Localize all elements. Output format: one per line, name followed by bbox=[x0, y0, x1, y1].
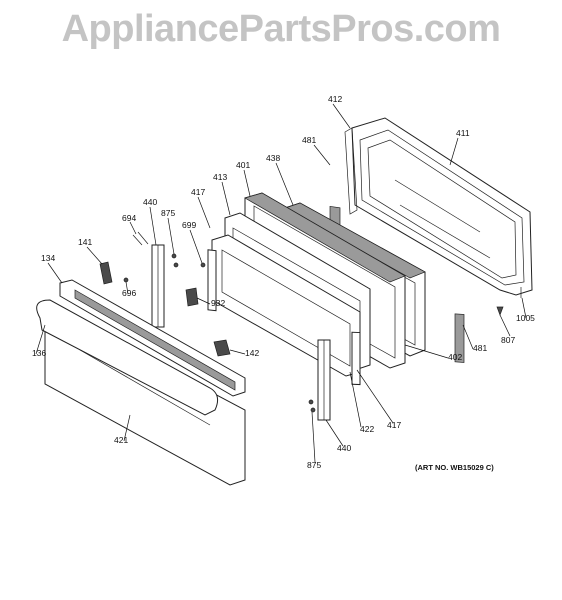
part-141-bracket bbox=[99, 261, 113, 285]
part-699-screw bbox=[200, 262, 206, 268]
part-694-pin bbox=[132, 231, 149, 246]
part-134-vent-trim bbox=[59, 279, 246, 397]
callout-875-lower: 875 bbox=[307, 460, 321, 470]
part-417-channel-lower bbox=[351, 331, 361, 386]
part-807-screw bbox=[496, 306, 504, 316]
part-440-bracket-left bbox=[151, 244, 165, 328]
callout-142: 142 bbox=[245, 348, 259, 358]
callout-402: 402 bbox=[448, 352, 462, 362]
callout-labels: 412 411 481 438 401 417 413 440 875 694 … bbox=[32, 94, 535, 470]
callout-412: 412 bbox=[328, 94, 342, 104]
part-932-latch bbox=[185, 287, 199, 307]
leader-lines bbox=[35, 103, 527, 463]
part-417-channel-upper bbox=[207, 249, 217, 312]
callout-1005: 1005 bbox=[516, 313, 535, 323]
callout-694: 694 bbox=[122, 213, 136, 223]
callout-440-upper: 440 bbox=[143, 197, 157, 207]
callout-932: 932 bbox=[211, 298, 225, 308]
site-watermark-title: AppliancePartsPros.com bbox=[61, 8, 501, 50]
part-875-screws-lower bbox=[308, 399, 316, 413]
art-number: (ART NO. WB15029 C) bbox=[415, 463, 494, 472]
callout-481-upper: 481 bbox=[302, 135, 316, 145]
callout-807: 807 bbox=[501, 335, 515, 345]
callout-401: 401 bbox=[236, 160, 250, 170]
callout-417-lower: 417 bbox=[387, 420, 401, 430]
part-481-hinge-lower bbox=[454, 313, 465, 363]
callout-438: 438 bbox=[266, 153, 280, 163]
callout-440-lower: 440 bbox=[337, 443, 351, 453]
callout-413: 413 bbox=[213, 172, 227, 182]
callout-699: 699 bbox=[182, 220, 196, 230]
part-136-handle bbox=[36, 299, 219, 416]
callout-417-upper: 417 bbox=[191, 187, 205, 197]
part-696-clip bbox=[123, 277, 129, 283]
part-440-bracket-right bbox=[317, 339, 331, 421]
callout-875-upper: 875 bbox=[161, 208, 175, 218]
callout-411: 411 bbox=[456, 128, 470, 138]
callout-136: 136 bbox=[32, 348, 46, 358]
callout-134: 134 bbox=[41, 253, 55, 263]
callout-421: 421 bbox=[114, 435, 128, 445]
callout-481-lower: 481 bbox=[473, 343, 487, 353]
part-875-screws-upper bbox=[171, 253, 179, 268]
callout-422: 422 bbox=[360, 424, 374, 434]
part-142-latch bbox=[213, 339, 231, 357]
callout-696: 696 bbox=[122, 288, 136, 298]
callout-141: 141 bbox=[78, 237, 92, 247]
part-412-gasket bbox=[344, 127, 358, 215]
part-411-rear-frame bbox=[351, 117, 533, 296]
